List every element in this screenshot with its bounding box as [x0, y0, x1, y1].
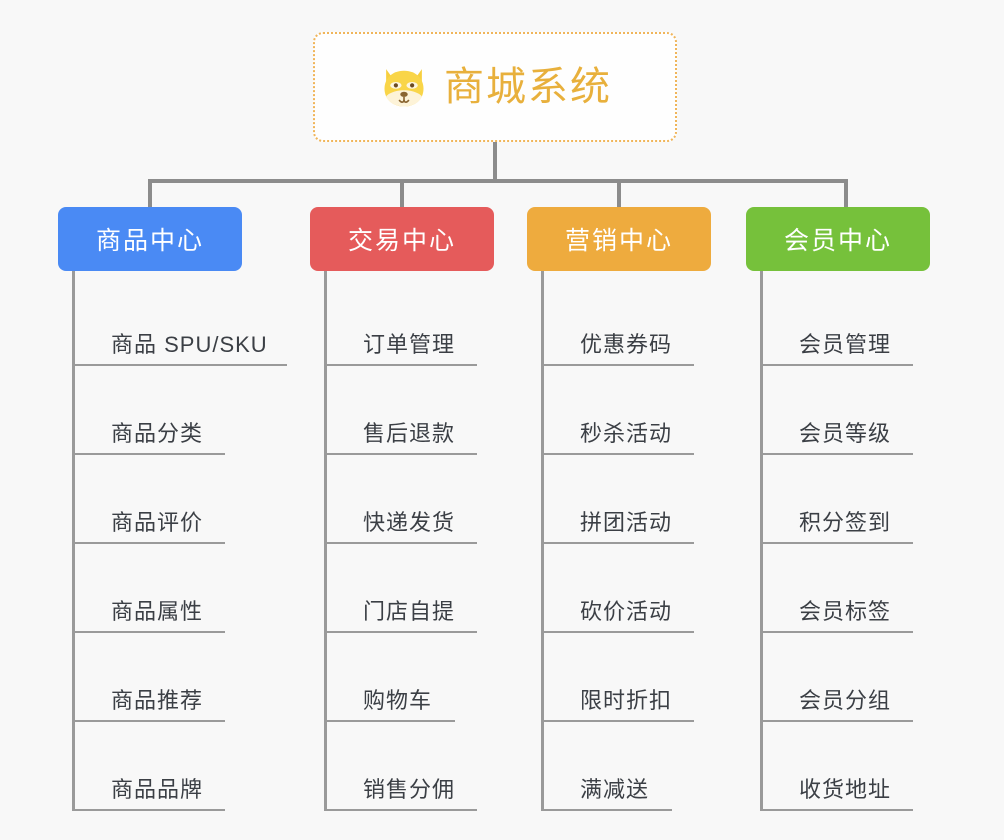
branch-item-label: 商品 SPU/SKU: [111, 332, 268, 357]
branch-item-rule: [75, 631, 225, 633]
branch-item-rule: [327, 631, 477, 633]
connector-drop-1: [148, 179, 152, 209]
branch-item[interactable]: 销售分佣: [327, 722, 614, 811]
branch-item[interactable]: 会员标签: [763, 544, 1004, 633]
root-title: 商城系统: [444, 65, 612, 109]
branch-item-rule: [327, 720, 455, 722]
branch-items-1: 商品 SPU/SKU 商品分类商品评价商品属性商品推荐商品品牌: [72, 271, 362, 811]
branch-item[interactable]: 优惠券码: [544, 277, 831, 366]
branch-item-label: 会员标签: [799, 599, 892, 624]
branch-item[interactable]: 砍价活动: [544, 544, 831, 633]
connector-drop-4: [844, 179, 848, 209]
branch-item-label: 商品推荐: [111, 688, 204, 713]
branch-item[interactable]: 订单管理: [327, 277, 614, 366]
branch-column-2: 交易中心订单管理售后退款快递发货门店自提购物车销售分佣: [310, 207, 614, 811]
branch-item-rule: [75, 453, 225, 455]
branch-item-rule: [544, 720, 694, 722]
branch-column-3: 营销中心优惠券码秒杀活动拼团活动砍价活动限时折扣满减送: [527, 207, 831, 811]
branch-item-label: 会员管理: [799, 332, 892, 357]
branch-item-label: 购物车: [363, 688, 433, 713]
branch-item-rule: [544, 631, 694, 633]
branch-item[interactable]: 限时折扣: [544, 633, 831, 722]
branch-item[interactable]: 商品属性: [75, 544, 362, 633]
branch-item-label: 收货地址: [799, 777, 892, 802]
branch-item-label: 商品评价: [111, 510, 204, 535]
branch-item-label: 商品分类: [111, 421, 204, 446]
branch-item[interactable]: 售后退款: [327, 366, 614, 455]
branch-item-label: 会员分组: [799, 688, 892, 713]
branch-item-label: 售后退款: [363, 421, 456, 446]
branch-item-label: 砍价活动: [580, 599, 673, 624]
branch-item-label: 门店自提: [363, 599, 456, 624]
branch-item-rule: [763, 542, 913, 544]
branch-item-rule: [327, 809, 477, 811]
branch-item-label: 秒杀活动: [580, 421, 673, 446]
branch-item-rule: [763, 809, 913, 811]
branch-item-label: 积分签到: [799, 510, 892, 535]
branch-item-rule: [327, 453, 477, 455]
connector-drop-3: [617, 179, 621, 209]
branch-header-label: 商品中心: [95, 227, 204, 255]
branch-item-label: 优惠券码: [580, 332, 673, 357]
branch-item-rule: [763, 720, 913, 722]
branch-items-2: 订单管理售后退款快递发货门店自提购物车销售分佣: [324, 271, 614, 811]
branch-item-rule: [763, 364, 913, 366]
branch-item[interactable]: 购物车: [327, 633, 614, 722]
branch-item-rule: [75, 364, 287, 366]
connector-root-stem: [493, 142, 497, 182]
branch-column-4: 会员中心会员管理会员等级积分签到会员标签会员分组收货地址: [746, 207, 1004, 811]
branch-item-label: 会员等级: [799, 421, 892, 446]
branch-item-label: 销售分佣: [363, 777, 456, 802]
branch-item[interactable]: 快递发货: [327, 455, 614, 544]
branch-items-3: 优惠券码秒杀活动拼团活动砍价活动限时折扣满减送: [541, 271, 831, 811]
connector-horizontal-bus: [148, 179, 848, 183]
branch-item-label: 快递发货: [363, 510, 456, 535]
branch-item[interactable]: 会员等级: [763, 366, 1004, 455]
connector-drop-2: [400, 179, 404, 209]
branch-item[interactable]: 商品评价: [75, 455, 362, 544]
branch-item[interactable]: 商品 SPU/SKU: [75, 277, 362, 366]
branch-item-rule: [763, 453, 913, 455]
branch-item-rule: [75, 809, 225, 811]
branch-item-rule: [763, 631, 913, 633]
branch-item-label: 满减送: [580, 777, 650, 802]
root-node[interactable]: 商城系统: [313, 32, 677, 142]
branch-item[interactable]: 会员分组: [763, 633, 1004, 722]
branch-item[interactable]: 收货地址: [763, 722, 1004, 811]
branch-item-rule: [544, 453, 694, 455]
branch-header-label: 交易中心: [347, 227, 456, 255]
branch-header-2[interactable]: 交易中心: [310, 207, 494, 271]
branch-item[interactable]: 商品推荐: [75, 633, 362, 722]
branch-item-label: 商品品牌: [111, 777, 204, 802]
branch-item[interactable]: 商品分类: [75, 366, 362, 455]
branch-item[interactable]: 积分签到: [763, 455, 1004, 544]
branch-items-4: 会员管理会员等级积分签到会员标签会员分组收货地址: [760, 271, 1004, 811]
branch-header-1[interactable]: 商品中心: [58, 207, 242, 271]
branch-item-rule: [75, 542, 225, 544]
branch-item-label: 订单管理: [363, 332, 456, 357]
branch-header-label: 会员中心: [783, 227, 892, 255]
branch-item-label: 限时折扣: [580, 688, 673, 713]
branch-item[interactable]: 门店自提: [327, 544, 614, 633]
branch-header-4[interactable]: 会员中心: [746, 207, 930, 271]
branch-item-rule: [75, 720, 225, 722]
branch-item-rule: [544, 364, 694, 366]
branch-item[interactable]: 满减送: [544, 722, 831, 811]
branch-item[interactable]: 会员管理: [763, 277, 1004, 366]
branch-item-rule: [327, 542, 477, 544]
branch-item-label: 拼团活动: [580, 510, 673, 535]
branch-header-label: 营销中心: [564, 227, 673, 255]
branch-item-rule: [544, 809, 672, 811]
branch-item[interactable]: 拼团活动: [544, 455, 831, 544]
branch-header-3[interactable]: 营销中心: [527, 207, 711, 271]
branch-item[interactable]: 商品品牌: [75, 722, 362, 811]
branch-item-rule: [327, 364, 477, 366]
branch-item-label: 商品属性: [111, 599, 204, 624]
dog-face-icon: [384, 69, 424, 107]
branch-item[interactable]: 秒杀活动: [544, 366, 831, 455]
branch-item-rule: [544, 542, 694, 544]
branch-column-1: 商品中心商品 SPU/SKU 商品分类商品评价商品属性商品推荐商品品牌: [58, 207, 362, 811]
